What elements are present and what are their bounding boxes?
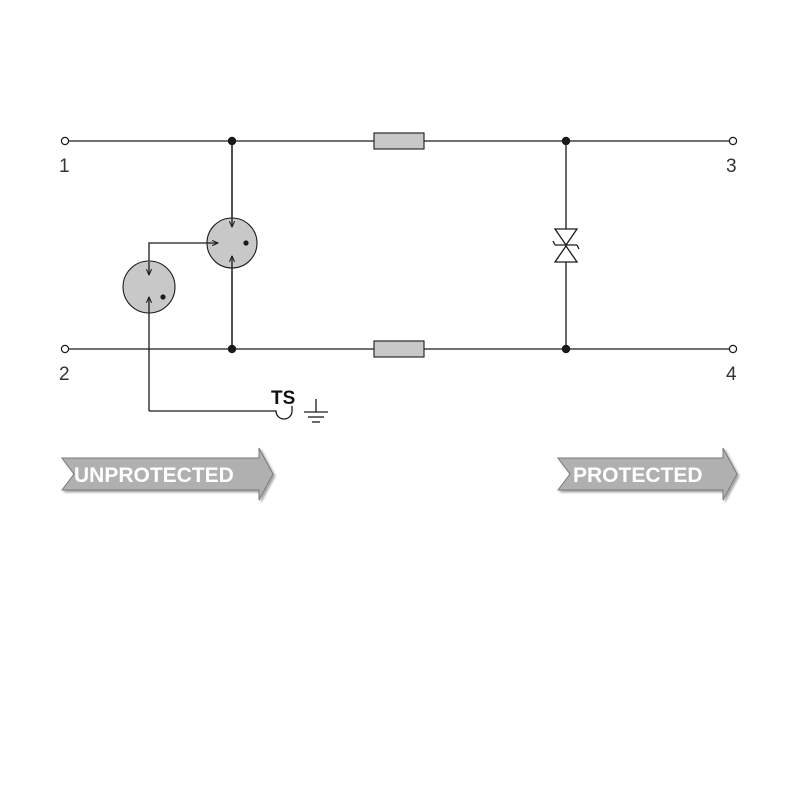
ground-icon (304, 399, 328, 423)
terminal-4 (728, 344, 738, 354)
thermal-switch-label: TS (271, 388, 295, 409)
unprotected-arrow (61, 447, 274, 501)
protected-arrow (557, 447, 738, 501)
tvs-diode (552, 141, 580, 349)
terminal-label-2: 2 (59, 364, 70, 385)
series-element-top (373, 132, 425, 150)
terminal-label-4: 4 (726, 364, 737, 385)
gas-discharge-tube-aux (122, 260, 176, 411)
unprotected-label: UNPROTECTED (74, 464, 234, 487)
terminal-2 (60, 344, 70, 354)
terminal-1 (60, 136, 70, 146)
terminal-label-3: 3 (726, 156, 737, 177)
series-element-bottom (373, 340, 425, 358)
protected-label: PROTECTED (573, 464, 703, 487)
gas-discharge-tube-main (206, 141, 258, 349)
thermal-switch (149, 406, 293, 420)
terminal-label-1: 1 (59, 156, 70, 177)
terminal-3 (728, 136, 738, 146)
